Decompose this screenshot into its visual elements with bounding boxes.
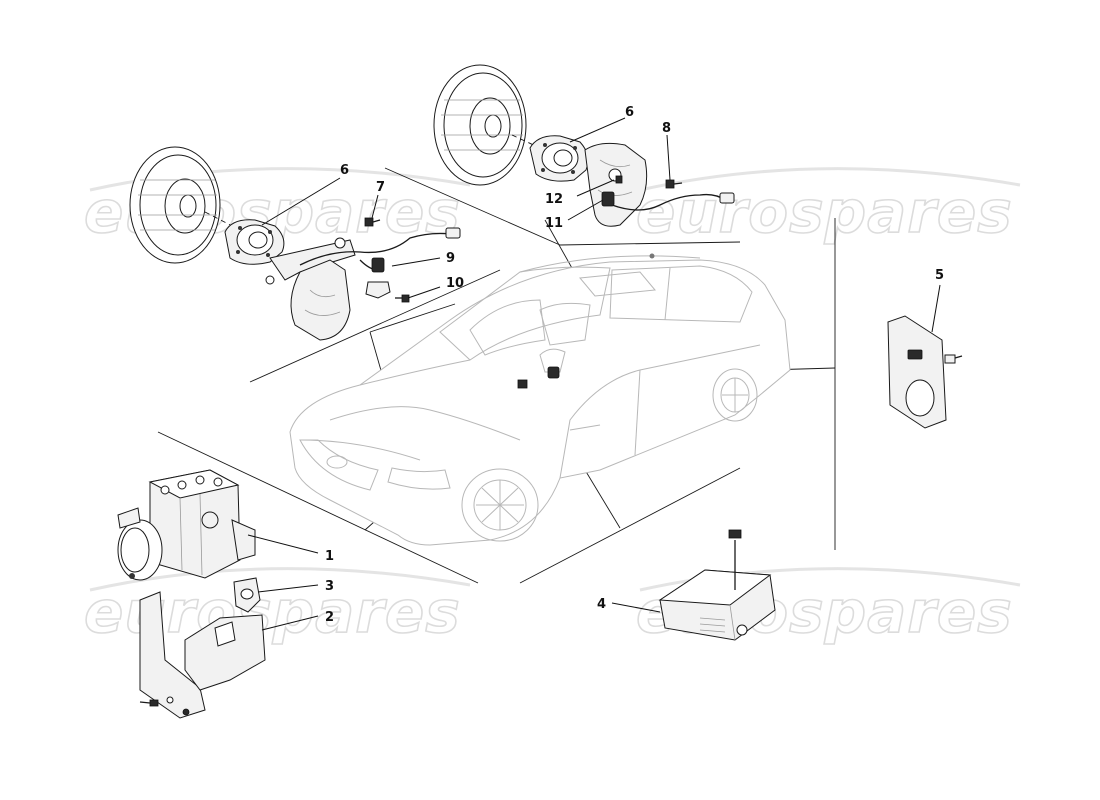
- car-sensor-marks: [517, 253, 655, 389]
- brake-disc-left: [129, 146, 221, 264]
- axis-line-left: [204, 211, 241, 231]
- abs-hydraulic-unit: [117, 469, 256, 581]
- wheel-hub-left: [224, 219, 285, 265]
- callout-9: 9: [446, 251, 455, 266]
- bolt-12: [615, 175, 623, 184]
- callout-7: 7: [376, 180, 385, 195]
- callout-12: 12: [545, 192, 563, 207]
- sensor-bracket-left: [365, 281, 391, 299]
- callout-5: 5: [935, 268, 944, 283]
- wheel-hub-right: [529, 135, 589, 182]
- callout-3: 3: [325, 579, 334, 594]
- steering-angle-sensor: [887, 315, 963, 429]
- abs-sensor-left: [299, 227, 461, 273]
- watermark-text-top-right: eurospares: [636, 178, 1013, 246]
- callout-6-right: 6: [625, 105, 634, 120]
- callout-numbers: 1 2 3 4 5 6 6 7 8 9 10 11 12: [325, 105, 944, 625]
- callout-11: 11: [545, 216, 563, 231]
- abs-sensor-right: [601, 191, 735, 211]
- yaw-rate-sensor: [658, 529, 776, 641]
- car-outline: [289, 255, 791, 546]
- callout-4: 4: [597, 597, 606, 612]
- watermark-layer: eurospares eurospares eurospares eurospa…: [83, 167, 1021, 647]
- bolt-10: [395, 294, 410, 303]
- bolt-7: [364, 217, 381, 227]
- rubber-mount: [233, 577, 261, 613]
- watermark-text-bottom-right: eurospares: [636, 578, 1013, 646]
- abs-bracket: [139, 591, 266, 719]
- callout-8: 8: [662, 121, 671, 136]
- leader-lines: [247, 117, 941, 631]
- brake-disc-right: [433, 64, 527, 186]
- callout-10: 10: [446, 276, 464, 291]
- callout-6-left: 6: [340, 163, 349, 178]
- callout-2: 2: [325, 610, 334, 625]
- callout-1: 1: [325, 549, 334, 564]
